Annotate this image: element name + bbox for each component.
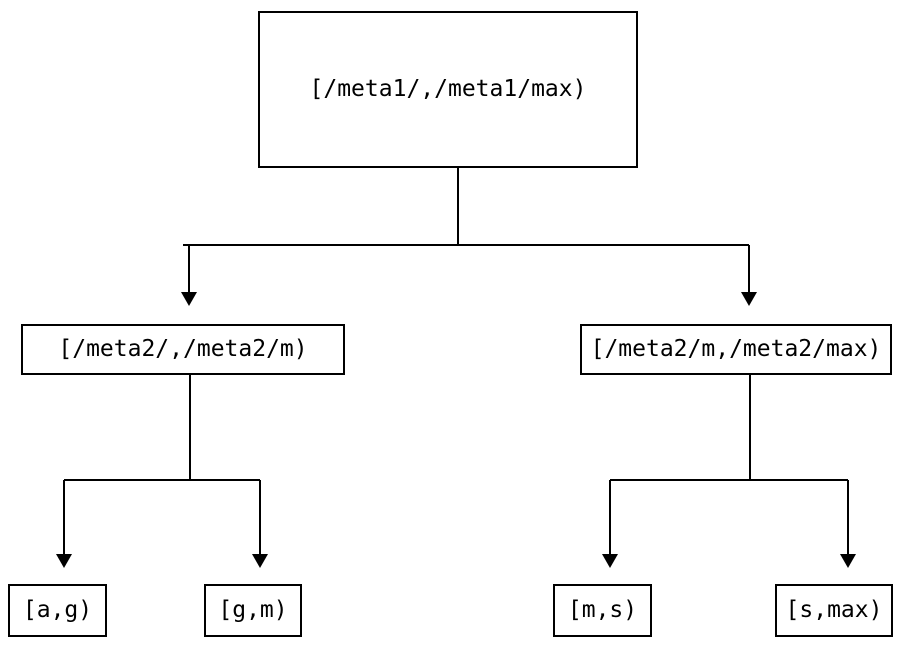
tree-node-label: [/meta2/m,/meta2/max) <box>590 336 882 362</box>
edge-mid-left-leaf-2 <box>252 480 268 568</box>
tree-node-leaf-2[interactable]: [g,m) <box>204 584 302 637</box>
tree-node-label: [s,max) <box>785 597 883 623</box>
arrowhead-icon <box>840 554 856 568</box>
tree-node-label: [/meta1/,/meta1/max) <box>309 76 587 102</box>
edge-mid-right-leaf-4 <box>840 480 856 568</box>
tree-node-leaf-1[interactable]: [a,g) <box>8 584 107 637</box>
edge-root-mid-right <box>741 245 757 306</box>
tree-node-label: [/meta2/,/meta2/m) <box>58 336 308 362</box>
tree-node-root[interactable]: [/meta1/,/meta1/max) <box>258 11 638 168</box>
arrowhead-icon <box>741 292 757 306</box>
tree-node-mid-right[interactable]: [/meta2/m,/meta2/max) <box>580 324 892 375</box>
tree-node-label: [m,s) <box>567 597 638 623</box>
tree-node-mid-left[interactable]: [/meta2/,/meta2/m) <box>21 324 345 375</box>
tree-node-leaf-4[interactable]: [s,max) <box>775 584 893 637</box>
edge-mid-left-leaf-1 <box>56 375 260 568</box>
edge-root-mid-left <box>181 168 749 306</box>
arrowhead-icon <box>252 554 268 568</box>
tree-node-label: [g,m) <box>218 597 288 623</box>
arrowhead-icon <box>181 292 197 306</box>
arrowhead-icon <box>56 554 72 568</box>
tree-node-leaf-3[interactable]: [m,s) <box>553 584 652 637</box>
arrowhead-icon <box>602 554 618 568</box>
tree-node-label: [a,g) <box>22 597 93 623</box>
edge-mid-right-leaf-3 <box>602 375 848 568</box>
